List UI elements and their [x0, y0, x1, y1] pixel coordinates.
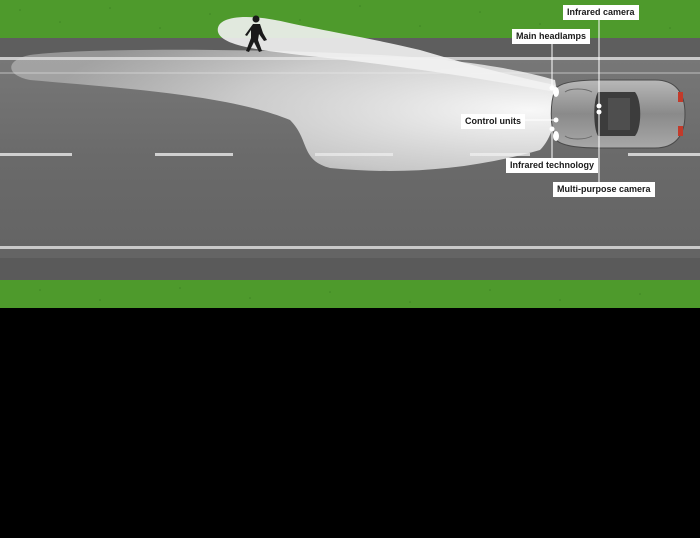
label-control-units: Control units	[461, 114, 525, 129]
car-icon	[550, 79, 686, 149]
grass-bottom	[0, 280, 700, 308]
pedestrian-icon	[245, 15, 267, 52]
low-beam-light	[11, 49, 557, 171]
label-infrared-technology: Infrared technology	[506, 158, 599, 173]
label-main-headlamps: Main headlamps	[512, 29, 591, 44]
edge-line-bottom	[0, 246, 700, 249]
callout-lines	[522, 19, 600, 188]
callout-dots	[549, 85, 602, 132]
spot-light-beam	[217, 17, 555, 92]
label-multi-purpose-camera: Multi-purpose camera	[553, 182, 655, 197]
road-shoulder-bottom	[0, 258, 700, 280]
label-infrared-camera: Infrared camera	[563, 5, 639, 20]
blank-area	[0, 308, 700, 538]
